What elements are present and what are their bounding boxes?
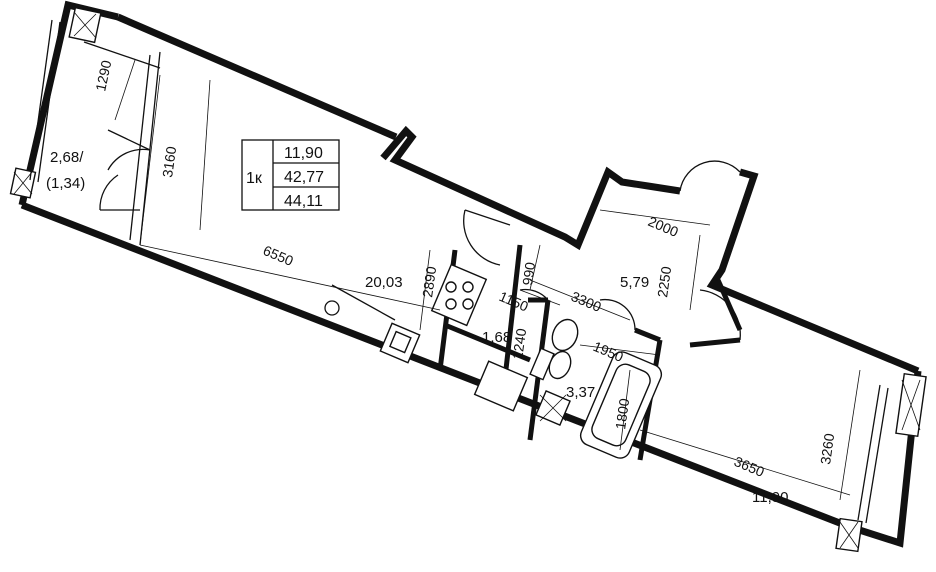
dim-3650: 3650 [732,453,767,480]
dim-2890: 2890 [419,265,439,298]
dim-1950: 1950 [591,338,626,365]
dim-1240: 1240 [509,327,529,360]
wc-area-label: 1,68 [482,329,511,346]
legend-rooms: 1к [246,170,263,187]
hall-area-label: 5,79 [620,274,649,291]
legend-total-with-balcony: 44,11 [284,193,323,210]
balcony-area-label: 2,68/ [50,149,84,166]
area-labels: 2,68/ (1,34) 20,03 5,79 1,68 3,37 11,90 [46,149,788,506]
kitchen-living-area-label: 20,03 [365,274,403,291]
balcony-reduced-area-label: (1,34) [46,175,85,192]
dim-3160: 3160 [159,145,179,178]
dim-6550: 6550 [261,242,296,269]
bath-fixtures [473,318,663,459]
bathroom-area-label: 3,37 [566,384,595,401]
dim-990: 990 [519,261,538,287]
kitchen-fixtures [324,263,488,364]
dim-3260: 3260 [817,432,837,465]
legend-box: 1к 11,90 42,77 44,11 [241,139,340,211]
dim-1800: 1800 [612,397,632,430]
legend-living-area: 11,90 [284,145,323,162]
bedroom-area-label: 11,90 [752,489,788,506]
dim-2000: 2000 [646,213,681,240]
walls [18,0,922,548]
window-left [9,6,102,199]
dimension-lines [114,59,861,501]
legend-total-area: 42,77 [284,169,324,186]
dim-2250: 2250 [654,265,674,298]
window-right [835,372,927,553]
doors [99,129,741,341]
dim-1290: 1290 [92,59,114,93]
dim-3300: 3300 [569,288,604,315]
dimension-labels: 1290 3160 6550 2890 990 1150 1240 3300 2… [92,59,837,480]
